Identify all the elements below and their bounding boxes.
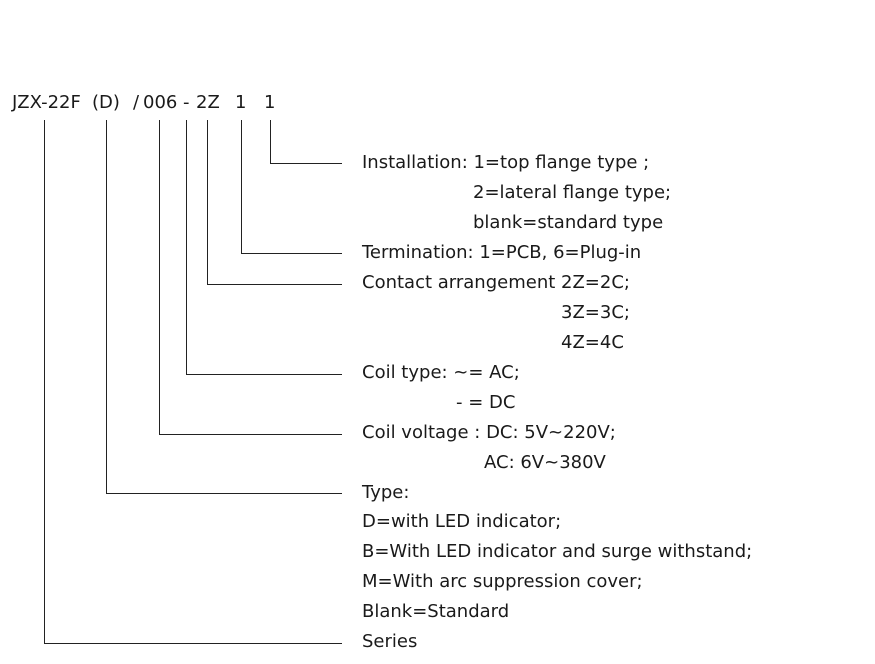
contact-line-1: Contact arrangement 2Z=2C; (362, 272, 630, 293)
installation-line-1: Installation: 1=top flange type ; (362, 152, 650, 173)
code-slash: / (133, 92, 140, 113)
code-series: JZX-22F (12, 92, 81, 113)
series-line-1: Series (362, 631, 418, 652)
type-line-1: Type: (362, 482, 410, 503)
type-line-2: D=with LED indicator; (362, 511, 562, 532)
type-line-3: B=With LED indicator and surge withstand… (362, 541, 753, 562)
code-installation: 1 (264, 92, 276, 113)
model-code: JZX-22F (D) / 006 - 2Z 1 1 (0, 0, 875, 120)
connector-coil-voltage (159, 120, 342, 435)
type-line-5: Blank=Standard (362, 601, 510, 622)
connector-type (106, 120, 342, 494)
connector-contact (207, 120, 342, 285)
connector-coil-type (186, 120, 342, 375)
code-coil-voltage: 006 (143, 92, 178, 113)
installation-line-2: 2=lateral flange type; (473, 182, 672, 203)
code-contact: 2Z (196, 92, 220, 113)
coil-type-line-1: Coil type: ~= AC; (362, 362, 520, 383)
connector-installation (270, 120, 342, 164)
coil-voltage-line-1: Coil voltage : DC: 5V~220V; (362, 422, 616, 443)
code-type: (D) (92, 92, 120, 113)
contact-line-2: 3Z=3C; (561, 302, 630, 323)
contact-line-3: 4Z=4C (561, 332, 624, 353)
type-line-4: M=With arc suppression cover; (362, 571, 643, 592)
connector-termination (241, 120, 342, 254)
coil-type-line-2: - = DC (456, 392, 516, 413)
code-dash: - (183, 92, 190, 113)
installation-line-3: blank=standard type (473, 212, 664, 233)
connector-series (44, 120, 342, 644)
termination-line-1: Termination: 1=PCB, 6=Plug-in (362, 242, 642, 263)
code-termination: 1 (235, 92, 247, 113)
coil-voltage-line-2: AC: 6V~380V (484, 452, 606, 473)
